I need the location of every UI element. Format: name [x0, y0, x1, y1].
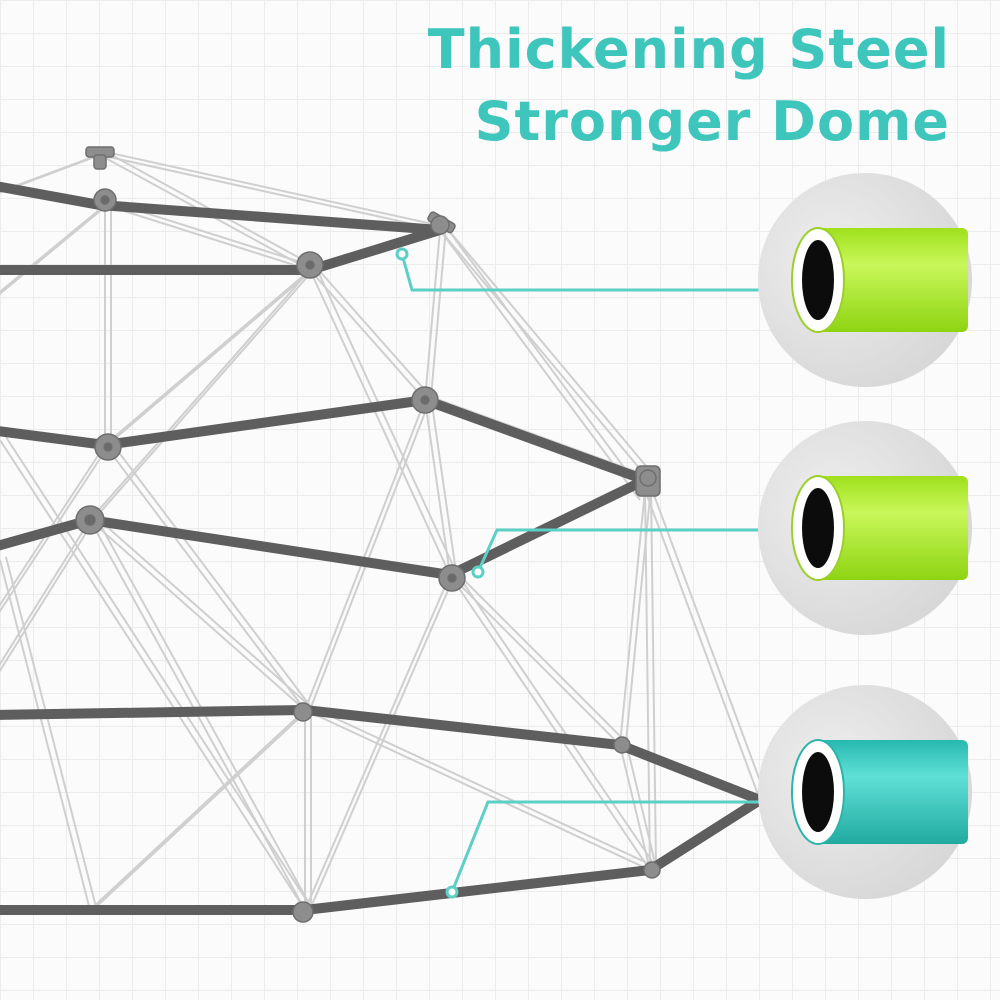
- hub-connectors: [75, 146, 661, 923]
- headline: Thickening Steel Stronger Dome: [428, 14, 950, 158]
- magnifier-top: [758, 173, 972, 387]
- callout-lines: [400, 253, 760, 893]
- headline-line-2: Stronger Dome: [474, 90, 950, 153]
- headline-line-1: Thickening Steel: [427, 18, 950, 81]
- magnifier-bottom: [758, 685, 972, 899]
- callout-dots: [395, 247, 485, 899]
- magnifier-middle: [758, 421, 972, 635]
